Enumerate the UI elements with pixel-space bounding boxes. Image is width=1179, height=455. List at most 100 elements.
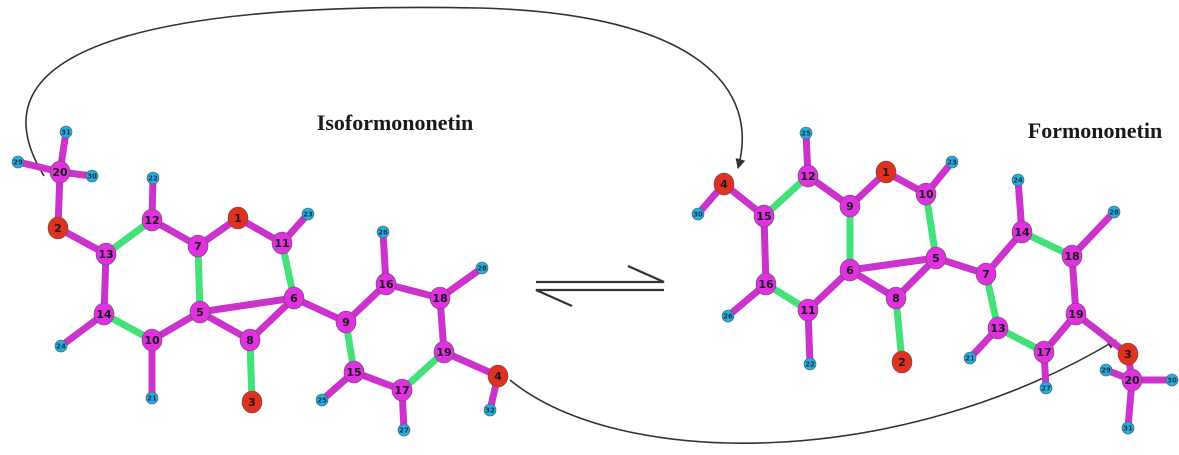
atom-number: 30: [1167, 377, 1177, 385]
formononetin-atom-C5-10: 5: [925, 246, 947, 270]
atom-sphere: [47, 216, 69, 240]
atom-sphere: [753, 204, 775, 228]
atom-sphere: [839, 194, 861, 218]
atom-sphere: [375, 272, 397, 296]
atom-number: 5: [932, 252, 940, 265]
isoformononetin-bond-6-5: [196, 294, 298, 316]
atom-number: 26: [723, 313, 733, 321]
atom-sphere: [49, 160, 71, 184]
isoformononetin-atom-C9-20: 9: [335, 310, 357, 334]
atom-sphere: [187, 234, 209, 258]
formononetin-atom-C6-9: 6: [839, 258, 861, 282]
atom-sphere: [797, 164, 819, 188]
isoformononetin-atom-H24-16: 24: [54, 339, 68, 353]
isoformononetin-atom-O1-9: 1: [227, 206, 249, 230]
isoformononetin-atom-C7-8: 7: [187, 234, 209, 258]
atom-number: 8: [246, 334, 254, 347]
atom-sphere: [271, 231, 293, 255]
atom-sphere: [397, 423, 411, 437]
isoformononetin-atom-C19-25: 19: [433, 340, 455, 364]
forward-harpoon: [536, 264, 665, 284]
atom-number: 12: [800, 170, 815, 183]
atom-sphere: [1011, 220, 1033, 244]
formononetin-atom-H30-26: 30: [1165, 373, 1179, 387]
atom-sphere: [891, 350, 913, 374]
atom-sphere: [839, 258, 861, 282]
formononetin-atom-H23-8: 23: [945, 155, 959, 169]
atom-number: 22: [148, 175, 158, 183]
atom-sphere: [987, 316, 1009, 340]
atom-number: 19: [436, 346, 451, 359]
atom-sphere: [713, 172, 735, 196]
isoformononetin-atom-C12-6: 12: [141, 208, 163, 232]
formononetin-atom-C13-30: 13: [987, 316, 1009, 340]
atom-sphere: [1039, 381, 1053, 395]
atom-number: 10: [144, 334, 160, 347]
atom-number: 1: [882, 166, 890, 179]
isoformononetin-atom-C10-14: 10: [141, 328, 163, 352]
isoformononetin-atom-H29-2: 29: [11, 155, 25, 169]
top-transfer-arrow: [25, 6, 746, 177]
atom-number: 11: [274, 237, 289, 250]
formononetin-title: Formononetin: [1028, 118, 1162, 143]
isoformononetin-atom-H30-3: 30: [85, 169, 99, 183]
formononetin-atom-C7-17: 7: [975, 262, 997, 286]
formononetin-bond-19-3: [1072, 310, 1132, 358]
atom-sphere: [283, 286, 305, 310]
atom-number: 25: [801, 130, 811, 138]
atom-sphere: [721, 309, 735, 323]
atom-sphere: [59, 125, 73, 139]
isoformononetin-atom-C15-30: 15: [343, 360, 365, 384]
atoms-layer: 2031293021312227111236510142421839162618…: [11, 125, 1179, 437]
bottom-transfer-arrow: [509, 339, 1117, 444]
atom-sphere: [93, 302, 115, 326]
atom-sphere: [85, 169, 99, 183]
isoformononetin-atom-H31-1: 31: [59, 125, 73, 139]
formononetin-atom-C10-7: 10: [915, 182, 937, 206]
atom-sphere: [963, 351, 977, 365]
formononetin-atom-O3-23: 3: [1117, 342, 1139, 366]
atom-sphere: [475, 261, 489, 275]
atom-number: 28: [1109, 209, 1119, 217]
atom-number: 21: [147, 395, 157, 403]
atom-number: 24: [1013, 177, 1023, 185]
atom-number: 31: [61, 129, 71, 137]
reverse-harpoon: [535, 288, 664, 308]
formononetin-atom-C11-15: 11: [797, 298, 819, 322]
isoformononetin-atom-H32-27: 32: [483, 403, 497, 417]
atom-sphere: [315, 393, 329, 407]
isoformononetin-atom-O2-4: 2: [47, 216, 69, 240]
atom-number: 12: [144, 214, 159, 227]
transfer-arrows: [25, 6, 1117, 444]
atom-sphere: [227, 206, 249, 230]
atom-sphere: [146, 171, 160, 185]
atom-number: 3: [1124, 348, 1132, 361]
atom-sphere: [429, 286, 451, 310]
formononetin-bond-6-5: [846, 254, 940, 274]
atom-sphere: [11, 155, 25, 169]
isoformononetin-atom-C6-12: 6: [283, 286, 305, 310]
atom-number: 32: [485, 407, 495, 415]
atom-number: 14: [1014, 226, 1030, 239]
isoformononetin-atom-C5-13: 5: [189, 300, 211, 324]
atom-sphere: [945, 155, 959, 169]
atom-number: 20: [52, 166, 68, 179]
atom-sphere: [141, 208, 163, 232]
atom-sphere: [145, 391, 159, 405]
atom-number: 29: [1101, 367, 1111, 375]
atom-sphere: [1121, 421, 1135, 435]
isoformononetin-atom-H22-7: 22: [146, 171, 160, 185]
atom-number: 25: [317, 397, 327, 405]
atom-number: 27: [399, 427, 409, 435]
atom-sphere: [376, 225, 390, 239]
formononetin-atom-C19-22: 19: [1065, 302, 1087, 326]
atom-number: 15: [346, 366, 361, 379]
atom-number: 4: [494, 370, 502, 383]
atom-number: 24: [56, 343, 66, 351]
formononetin-atom-C8-11: 8: [885, 286, 907, 310]
isoformononetin-atom-C11-10: 11: [271, 231, 293, 255]
atom-number: 27: [1041, 385, 1051, 393]
formononetin-atom-C12-3: 12: [797, 164, 819, 188]
